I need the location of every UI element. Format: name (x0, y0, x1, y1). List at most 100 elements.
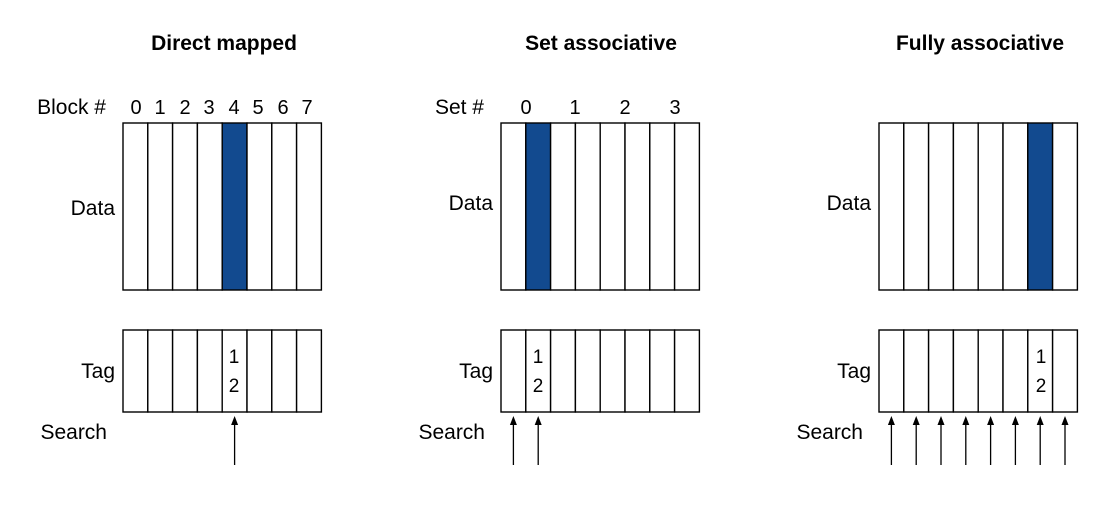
data-block (903, 122, 930, 291)
block-index: 0 (130, 97, 141, 119)
tag-value-line-1: 1 (229, 347, 240, 368)
highlighted-data-block (525, 122, 552, 291)
tag-block (927, 329, 955, 413)
highlighted-data-block (221, 122, 248, 291)
data-label: Data (71, 197, 116, 220)
tag-block (624, 329, 651, 413)
data-block (271, 122, 298, 291)
arrow-head (962, 416, 970, 425)
arrow-head (1011, 416, 1019, 425)
data-block (549, 122, 577, 291)
data-block (673, 122, 701, 291)
search-arrow (937, 416, 945, 465)
tag-block (1002, 329, 1029, 413)
data-block (122, 122, 149, 291)
search-arrow (231, 416, 239, 465)
block-index: 2 (179, 97, 190, 119)
tag-block (171, 329, 199, 413)
tag-block (1027, 329, 1054, 413)
tag-block (574, 329, 601, 413)
search-arrow (962, 416, 970, 465)
search-arrow (509, 416, 517, 465)
arrow-head (987, 416, 995, 425)
data-block (171, 122, 199, 291)
block-index: 1 (154, 97, 165, 119)
tag-label: Tag (837, 360, 871, 383)
data-blocks (500, 122, 701, 291)
set-index: 0 (520, 97, 531, 119)
tag-block (246, 329, 273, 413)
data-block (599, 122, 626, 291)
tag-blocks (878, 329, 1079, 413)
arrow-head (231, 416, 239, 425)
search-arrow (987, 416, 995, 465)
highlighted-data-block (1027, 122, 1054, 291)
data-block (246, 122, 273, 291)
tag-block (271, 329, 298, 413)
panel-title: Set associative (525, 32, 677, 55)
tag-block (525, 329, 552, 413)
search-label: Search (418, 421, 485, 444)
tag-blocks (500, 329, 701, 413)
tag-value-line-2: 2 (1036, 376, 1047, 397)
search-label: Search (40, 421, 107, 444)
search-arrow (912, 416, 920, 465)
block-index: 5 (252, 97, 263, 119)
tag-block (878, 329, 905, 413)
set-associative-panel: Set associative Set # 0 1 2 3 Data Tag 1… (418, 32, 701, 465)
arrow-head (1036, 416, 1044, 425)
direct-mapped-panel: Direct mapped Block # 0 1 2 3 4 5 6 7 Da… (37, 32, 323, 465)
set-index: 2 (619, 97, 630, 119)
data-block (952, 122, 979, 291)
tag-value-line-1: 1 (1036, 347, 1047, 368)
index-row: 0 1 2 3 4 5 6 7 (130, 97, 312, 119)
data-block (878, 122, 905, 291)
fully-associative-panel: Fully associative Data Tag 1 2 Search (796, 32, 1079, 465)
tag-label: Tag (459, 360, 493, 383)
arrow-head (887, 416, 895, 425)
data-blocks (122, 122, 323, 291)
tag-label: Tag (81, 360, 115, 383)
tag-value-line-1: 1 (533, 347, 544, 368)
tag-value-line-2: 2 (229, 376, 240, 397)
tag-block (221, 329, 248, 413)
arrow-head (509, 416, 517, 425)
search-arrows (231, 416, 239, 465)
tag-block (673, 329, 701, 413)
arrow-head (1061, 416, 1069, 425)
data-block (624, 122, 651, 291)
search-label: Search (796, 421, 863, 444)
data-label: Data (449, 192, 494, 215)
data-block (500, 122, 527, 291)
search-arrow (887, 416, 895, 465)
data-blocks (878, 122, 1079, 291)
search-arrow (1061, 416, 1069, 465)
tag-block (122, 329, 149, 413)
data-block (977, 122, 1004, 291)
block-index: 4 (228, 97, 239, 119)
search-arrows (887, 416, 1069, 465)
tag-block (500, 329, 527, 413)
index-label: Set # (435, 96, 484, 119)
data-block (574, 122, 601, 291)
tag-block (903, 329, 930, 413)
tag-blocks (122, 329, 323, 413)
tag-block (599, 329, 626, 413)
set-index: 1 (569, 97, 580, 119)
data-block (295, 122, 323, 291)
arrow-head (937, 416, 945, 425)
data-block (649, 122, 676, 291)
tag-value-line-2: 2 (533, 376, 544, 397)
tag-block (649, 329, 676, 413)
index-label: Block # (37, 96, 106, 119)
block-index: 3 (203, 97, 214, 119)
data-block (1051, 122, 1079, 291)
tag-block (952, 329, 979, 413)
search-arrow (1036, 416, 1044, 465)
search-arrows (509, 416, 542, 465)
panel-title: Fully associative (896, 32, 1064, 55)
data-block (927, 122, 955, 291)
data-block (1002, 122, 1029, 291)
tag-block (147, 329, 174, 413)
